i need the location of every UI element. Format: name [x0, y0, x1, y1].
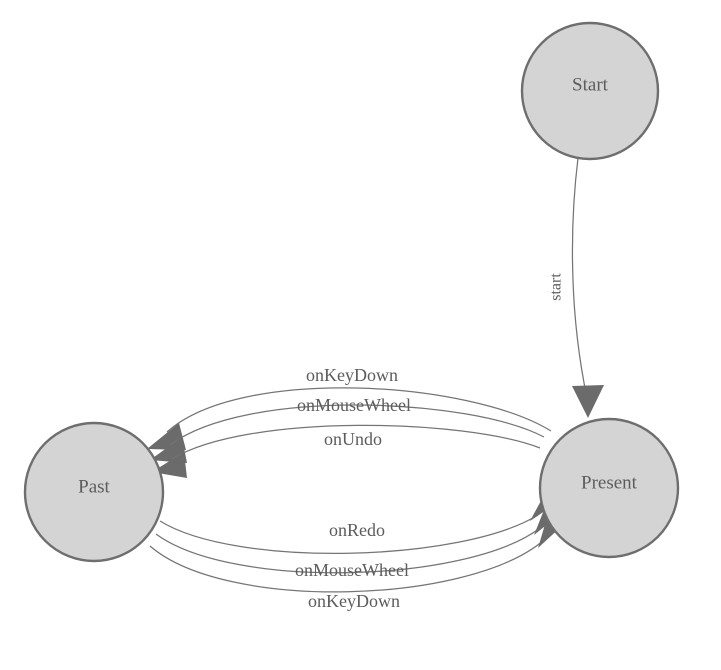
edge-path-past-to-present-onkeydown	[149, 539, 545, 593]
node-present-circle	[538, 417, 680, 559]
arrowhead-start-to-present	[572, 385, 604, 418]
node-past-circle	[23, 421, 165, 563]
edge-path-present-to-past-onundo	[171, 424, 541, 460]
edge-path-past-to-present-onmousewheel	[155, 527, 541, 574]
edge-path-present-to-past-onkeydown	[166, 387, 552, 433]
node-past[interactable]: Past	[23, 421, 165, 563]
edge-label-start: start	[548, 273, 565, 301]
node-present[interactable]: Present	[538, 417, 680, 559]
node-past-label: Past	[78, 476, 110, 497]
edge-path-start	[571, 157, 586, 389]
edge-path-past-to-present-onredo	[159, 514, 539, 555]
edge-start-to-present[interactable]	[571, 157, 604, 418]
edge-label-past-to-present-onmousewheel: onMouseWheel	[295, 560, 409, 580]
node-start[interactable]: Start	[520, 21, 660, 161]
node-start-circle	[520, 21, 660, 161]
edge-label-past-to-present-onredo: onRedo	[329, 520, 385, 540]
edge-label-past-to-present-onkeydown: onKeyDown	[308, 591, 400, 611]
edge-label-present-to-past-onmousewheel: onMouseWheel	[297, 395, 411, 415]
node-start-label: Start	[572, 74, 609, 95]
edge-label-present-to-past-onundo: onUndo	[324, 429, 382, 449]
node-present-label: Present	[581, 472, 638, 493]
edge-label-present-to-past-onkeydown: onKeyDown	[306, 365, 398, 385]
edge-path-present-to-past-onmousewheel	[169, 404, 545, 446]
